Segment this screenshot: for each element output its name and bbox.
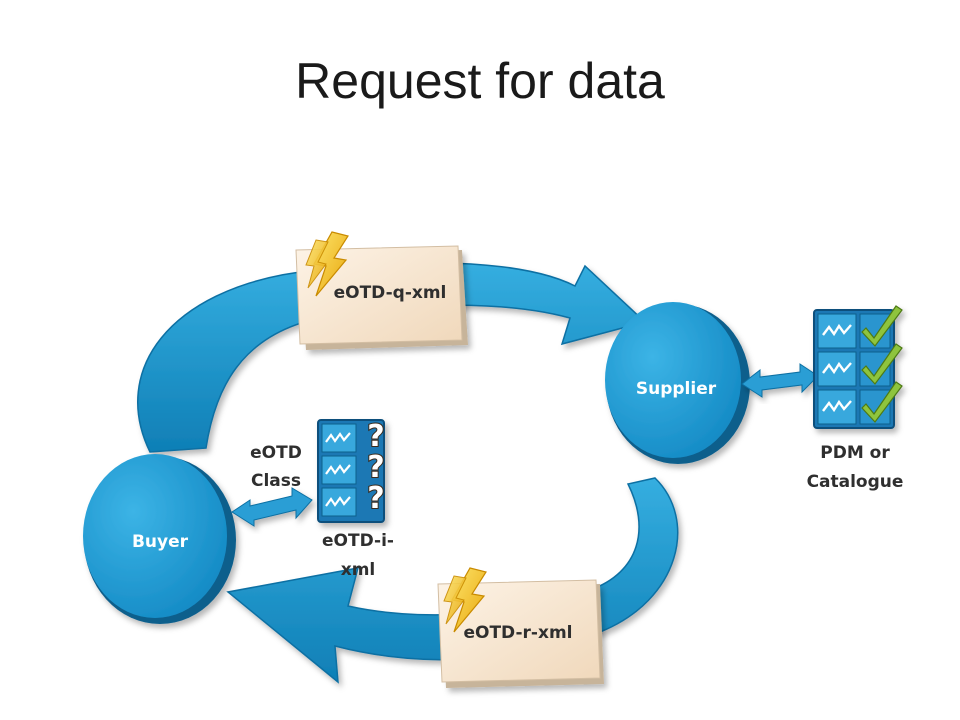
top-flow-arrow <box>137 262 647 453</box>
query-document-label: eOTD-q-xml <box>334 283 447 303</box>
lightning-icon <box>443 567 487 633</box>
buyer-label: Buyer <box>132 532 189 552</box>
eotd-class-label-line2: Class <box>251 471 301 491</box>
pdm-label-line2: Catalogue <box>807 472 904 492</box>
data-sparkline-icon <box>822 323 852 337</box>
question-mark-icon: ? <box>367 419 384 454</box>
checkmark-icon <box>861 343 903 385</box>
supplier-pdm-double-arrow <box>741 363 819 398</box>
eotd-i-card: ? ? ? <box>317 418 386 523</box>
pdm-catalogue-card <box>813 305 903 429</box>
buyer-card-double-arrow <box>231 487 313 527</box>
data-sparkline-icon <box>325 464 351 475</box>
checkmark-icon <box>861 381 903 423</box>
data-sparkline-icon <box>325 496 351 507</box>
page-title: Request for data <box>295 53 665 109</box>
data-sparkline-icon <box>325 432 351 443</box>
response-document: eOTD-r-xml <box>437 567 604 688</box>
checkmark-icon <box>861 305 903 347</box>
eotd-class-label-line1: eOTD <box>250 443 302 463</box>
question-mark-icon: ? <box>367 450 384 485</box>
response-document-label: eOTD-r-xml <box>463 623 572 643</box>
supplier-label: Supplier <box>636 379 717 399</box>
lightning-icon <box>305 231 349 297</box>
buyer-node: Buyer <box>83 454 236 624</box>
eotd-i-xml-label-line2: xml <box>341 560 376 580</box>
pdm-label-line1: PDM or <box>820 443 890 463</box>
eotd-i-xml-label-line1: eOTD-i- <box>322 531 394 551</box>
supplier-node: Supplier <box>605 302 750 464</box>
question-mark-icon: ? <box>367 481 384 516</box>
data-sparkline-icon <box>822 361 852 375</box>
query-document: eOTD-q-xml <box>295 231 468 350</box>
data-sparkline-icon <box>822 399 852 413</box>
